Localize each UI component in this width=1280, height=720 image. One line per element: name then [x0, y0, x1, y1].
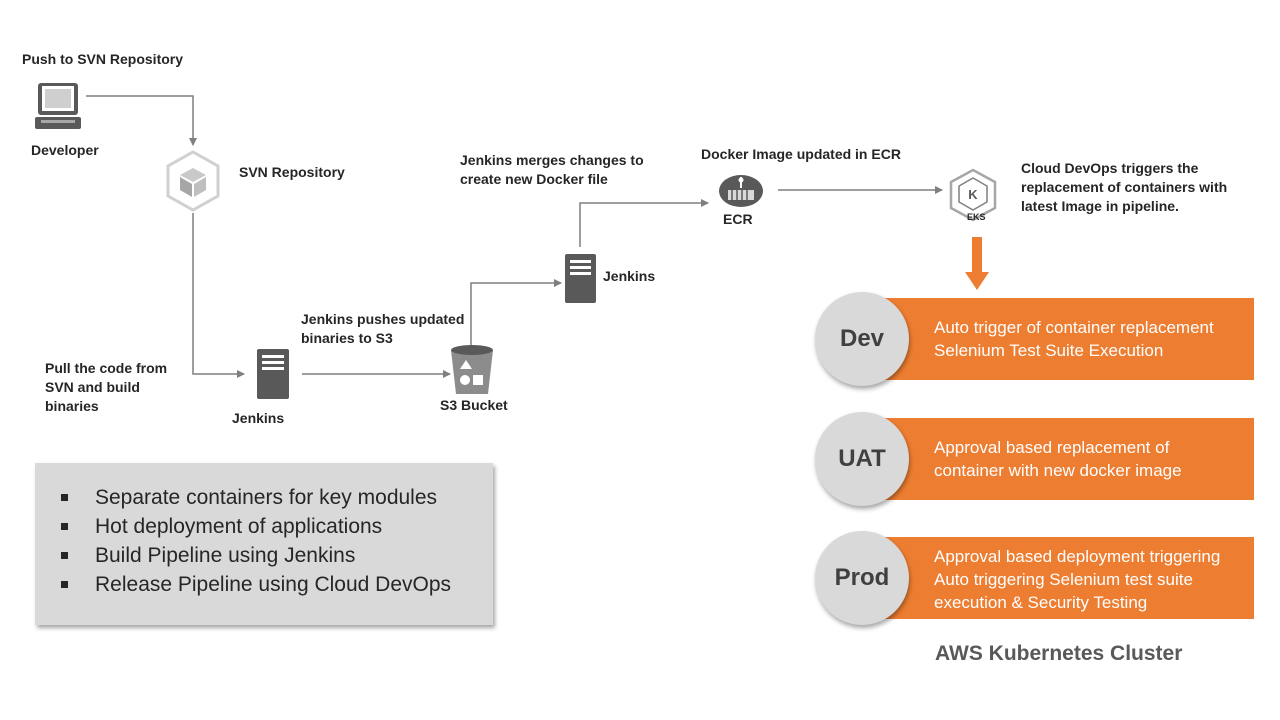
stage-dev: Auto trigger of container replacement Se…	[815, 289, 1255, 389]
stage-description: Approval based deployment triggering Aut…	[934, 547, 1221, 612]
arrow-developer-to-svn	[86, 95, 197, 146]
bucket-icon	[449, 344, 495, 401]
svg-text:K: K	[968, 187, 978, 202]
push-to-svn-label: Push to SVN Repository	[22, 51, 184, 67]
stage-bar: Auto trigger of container replacement Se…	[875, 298, 1254, 380]
list-item: Separate containers for key modules	[61, 483, 493, 512]
svn-repository-label: SVN Repository	[239, 164, 345, 180]
repository-cube-icon	[166, 150, 220, 217]
jenkins-push-s3-label: Jenkins pushes updated binaries to S3	[301, 311, 465, 346]
ecr-label: ECR	[723, 211, 753, 227]
orange-down-arrow	[965, 237, 989, 290]
cluster-label: AWS Kubernetes Cluster	[935, 642, 1183, 665]
s3-bucket-label: S3 Bucket	[440, 397, 508, 413]
stage-bar: Approval based replacement of container …	[875, 418, 1254, 500]
list-item: Release Pipeline using Cloud DevOps	[61, 570, 493, 599]
features-list: Separate containers for key modules Hot …	[35, 463, 493, 599]
list-item: Hot deployment of applications	[61, 512, 493, 541]
stage-prod: Approval based deployment triggering Aut…	[815, 528, 1255, 628]
list-item: Build Pipeline using Jenkins	[61, 541, 493, 570]
jenkins-merge-label: Jenkins merges changes to create new Doc…	[460, 152, 644, 187]
stage-circle: UAT	[815, 412, 909, 506]
stage-circle: Prod	[815, 531, 909, 625]
arrow-s3-to-jenkins	[470, 279, 562, 346]
jenkins-docker-label: Jenkins	[603, 268, 656, 284]
arrow-svn-to-jenkins	[192, 213, 245, 378]
eks-badge: EKS	[967, 212, 986, 222]
stage-description: Approval based replacement of container …	[934, 438, 1182, 480]
developer-label: Developer	[31, 142, 99, 158]
stage-bar: Approval based deployment triggering Aut…	[875, 537, 1254, 619]
container-registry-icon	[718, 174, 764, 213]
jenkins-server-icon	[257, 349, 289, 404]
kubernetes-icon: K	[948, 168, 998, 231]
stage-circle: Dev	[815, 292, 909, 386]
docker-updated-label: Docker Image updated in ECR	[701, 146, 901, 162]
jenkins-build-label: Jenkins	[232, 410, 285, 426]
jenkins-server-icon	[565, 254, 596, 308]
stage-description: Auto trigger of container replacement Se…	[934, 318, 1214, 360]
pull-code-label: Pull the code from SVN and build binarie…	[45, 360, 168, 414]
laptop-icon	[35, 82, 81, 135]
cloud-devops-label: Cloud DevOps triggers the replacement of…	[1021, 160, 1228, 214]
stage-uat: Approval based replacement of container …	[815, 409, 1255, 509]
features-box: Separate containers for key modules Hot …	[35, 463, 493, 625]
arrow-jenkins-to-ecr	[579, 199, 709, 247]
